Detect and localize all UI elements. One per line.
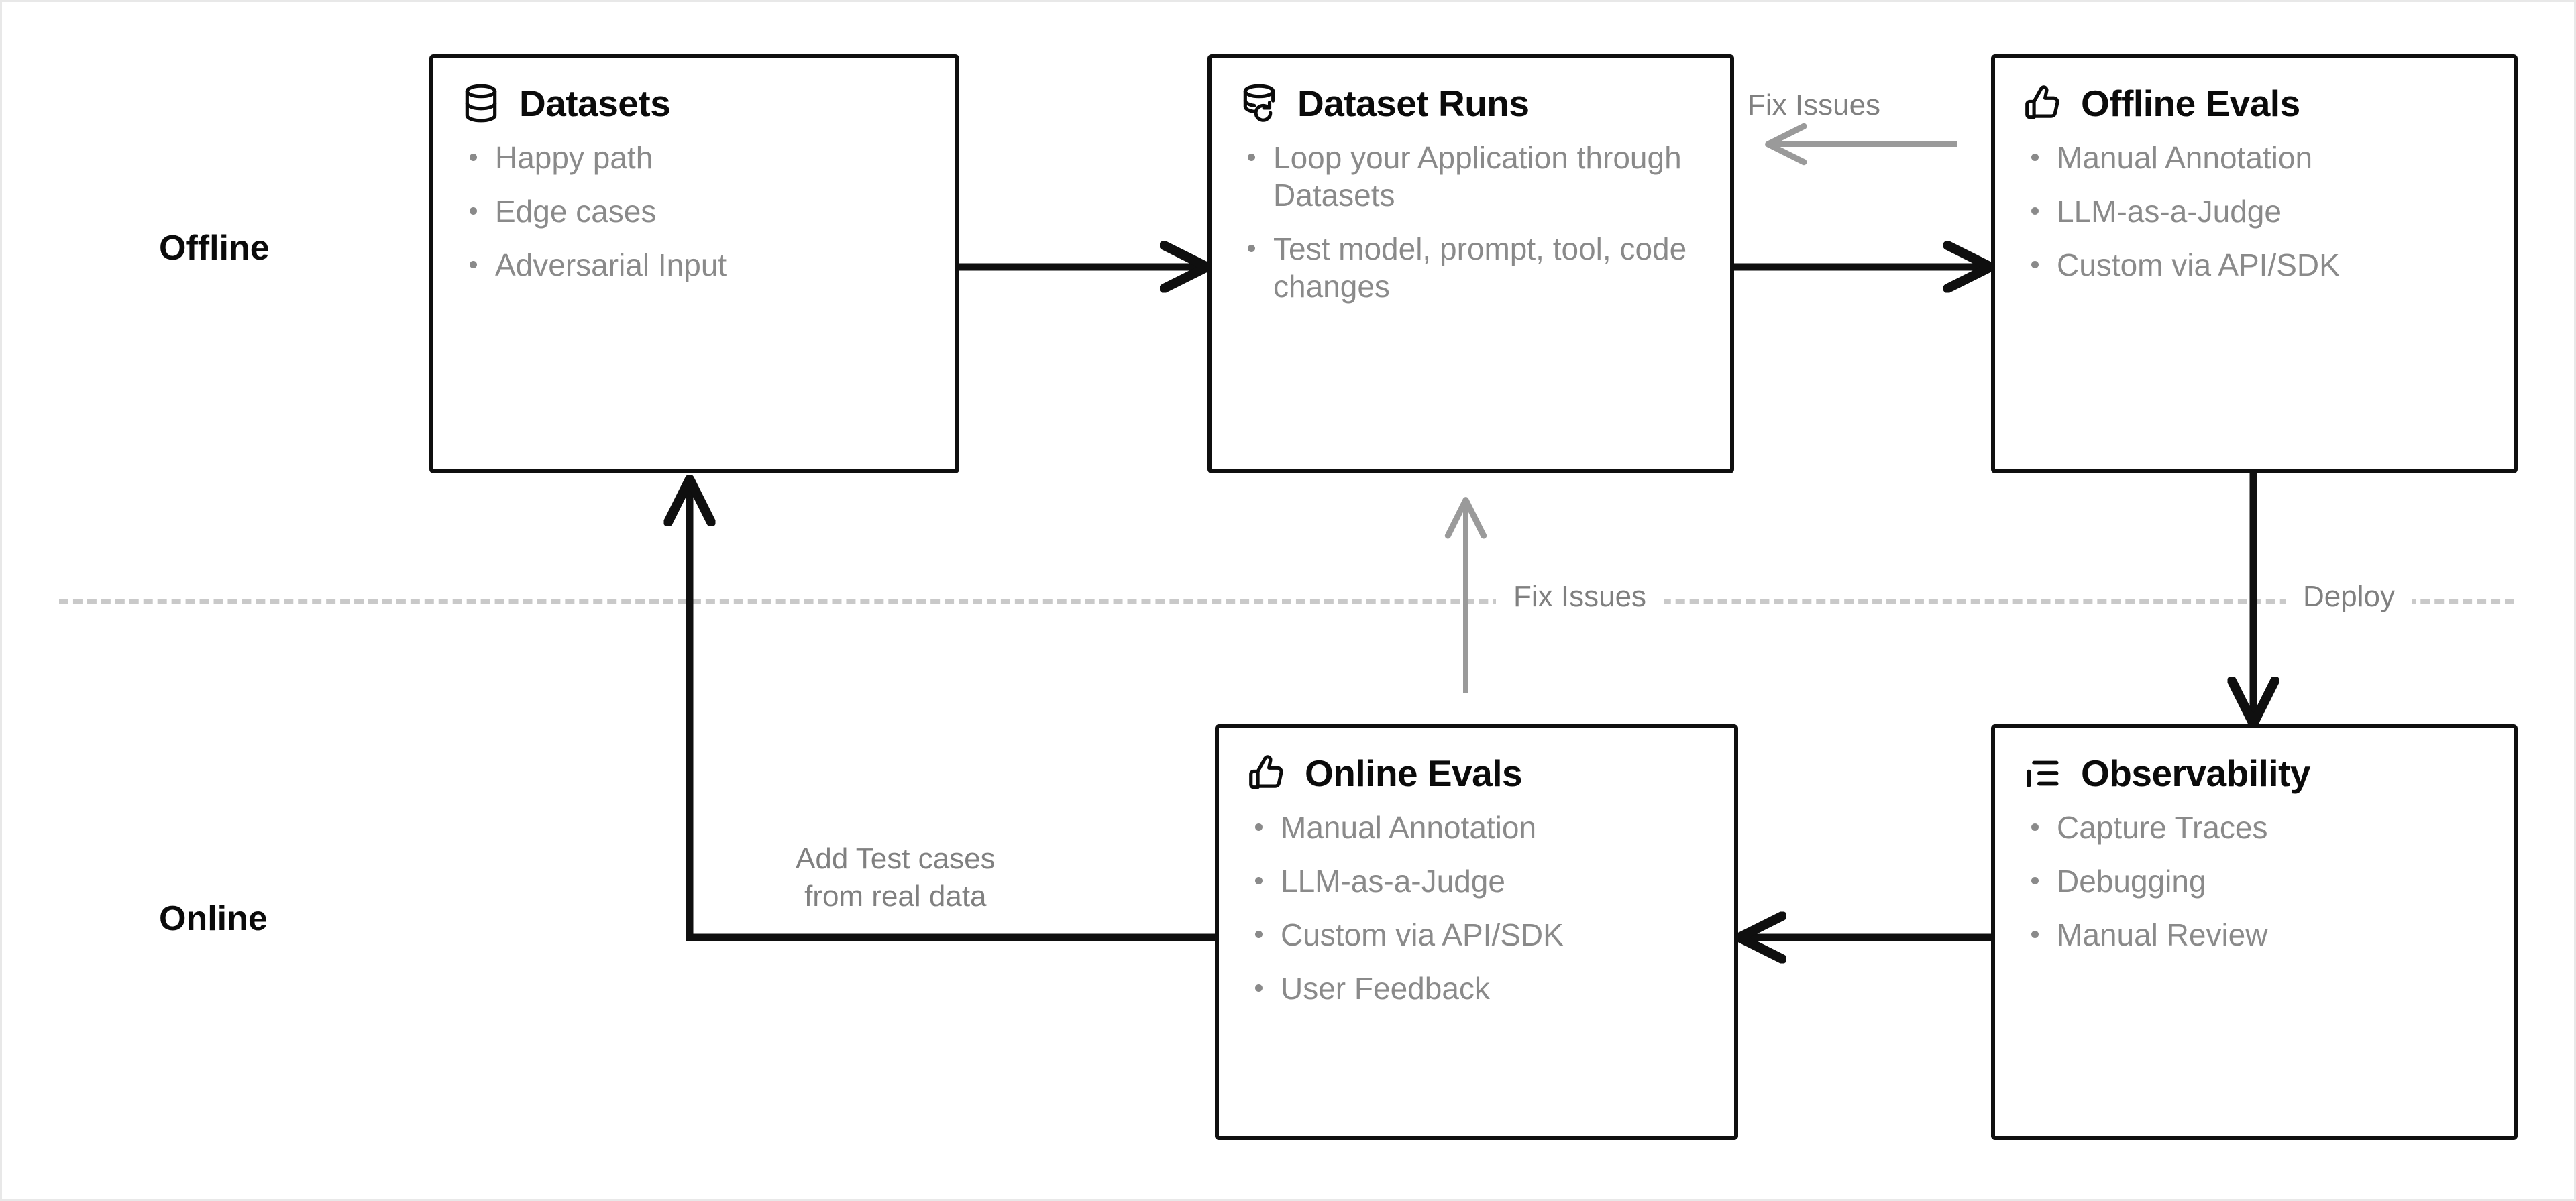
bullet-item: Custom via API/SDK — [1246, 916, 1707, 954]
node-dataset-runs[interactable]: Dataset Runs Loop your Application throu… — [1208, 54, 1734, 473]
edge-label-fix-issues-top: Fix Issues — [1748, 89, 1881, 121]
node-offline-evals[interactable]: Offline Evals Manual Annotation LLM-as-a… — [1991, 54, 2518, 473]
node-bullet-list: Manual Annotation LLM-as-a-Judge Custom … — [2022, 139, 2487, 284]
node-title: Dataset Runs — [1297, 82, 1529, 124]
node-datasets[interactable]: Datasets Happy path Edge cases Adversari… — [429, 54, 959, 473]
bullet-item: Edge cases — [460, 192, 928, 230]
node-header: Offline Evals — [2022, 82, 2487, 124]
database-refresh-icon — [1243, 84, 1275, 122]
bullet-item: Adversarial Input — [460, 246, 928, 284]
node-bullet-list: Manual Annotation LLM-as-a-Judge Custom … — [1246, 809, 1707, 1007]
node-header: Observability — [2022, 752, 2487, 794]
node-header: Online Evals — [1246, 752, 1707, 794]
bullet-item: Debugging — [2022, 862, 2487, 900]
node-header: Datasets — [460, 82, 928, 124]
bullet-item: Manual Annotation — [2022, 139, 2487, 176]
divider-label-fix-issues: Fix Issues — [1496, 580, 1664, 614]
node-online-evals[interactable]: Online Evals Manual Annotation LLM-as-a-… — [1215, 724, 1738, 1140]
node-bullet-list: Happy path Edge cases Adversarial Input — [460, 139, 928, 284]
thumbs-up-icon — [1249, 755, 1283, 789]
offline-online-divider — [59, 599, 2514, 604]
node-bullet-list: Loop your Application through Datasets T… — [1238, 139, 1703, 305]
bullet-item: Manual Review — [2022, 916, 2487, 954]
divider-label-deploy: Deploy — [2286, 580, 2412, 614]
thumbs-up-icon — [2025, 85, 2059, 119]
node-title: Datasets — [519, 82, 671, 124]
bullet-item: LLM-as-a-Judge — [1246, 862, 1707, 900]
bullet-item: Manual Annotation — [1246, 809, 1707, 846]
node-title: Offline Evals — [2081, 82, 2300, 124]
database-icon — [465, 84, 497, 123]
bullet-item: Test model, prompt, tool, code changes — [1238, 230, 1703, 305]
node-bullet-list: Capture Traces Debugging Manual Review — [2022, 809, 2487, 954]
bullet-item: Custom via API/SDK — [2022, 246, 2487, 284]
node-observability[interactable]: Observability Capture Traces Debugging M… — [1991, 724, 2518, 1140]
edge-label-add-test-cases: Add Test cases from real data — [796, 842, 996, 913]
bullet-item: Loop your Application through Datasets — [1238, 139, 1703, 214]
node-header: Dataset Runs — [1238, 82, 1703, 124]
list-tree-icon — [2027, 760, 2059, 787]
node-title: Observability — [2081, 752, 2310, 794]
lane-label-online: Online — [159, 899, 268, 938]
bullet-item: Capture Traces — [2022, 809, 2487, 846]
lane-label-offline: Offline — [159, 229, 270, 268]
bullet-item: Happy path — [460, 139, 928, 176]
bullet-item: User Feedback — [1246, 970, 1707, 1007]
bullet-item: LLM-as-a-Judge — [2022, 192, 2487, 230]
node-title: Online Evals — [1305, 752, 1523, 794]
